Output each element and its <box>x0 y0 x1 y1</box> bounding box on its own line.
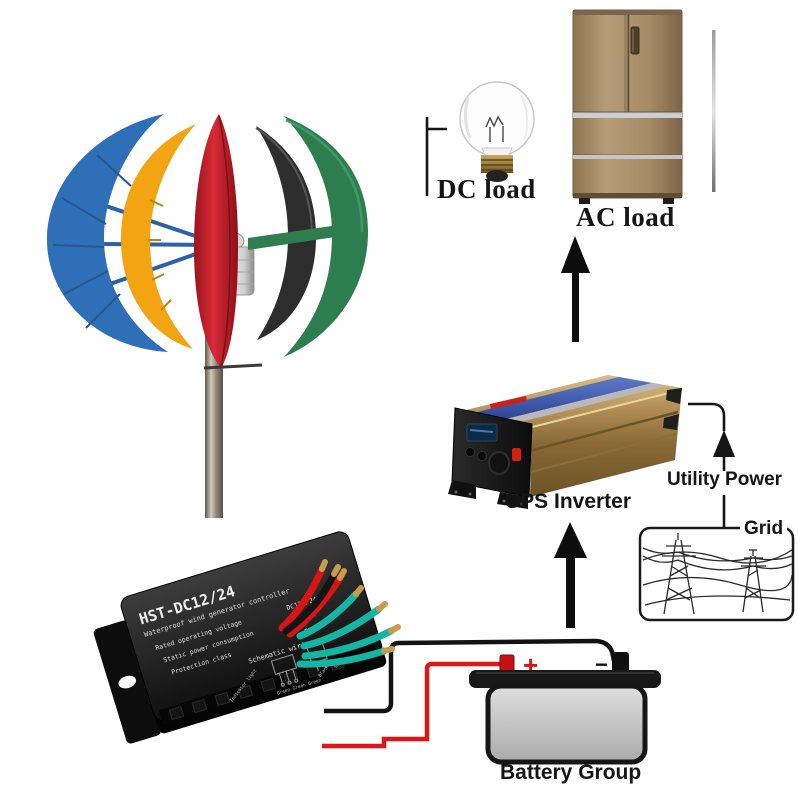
turbine-blade-green <box>284 116 369 357</box>
grid-towers-illustration <box>642 533 793 615</box>
utility-power-arrow <box>713 430 735 457</box>
turbine-blade-orange <box>120 124 196 349</box>
ups-inverter-image <box>448 375 682 509</box>
turbine-blade-red <box>194 114 238 368</box>
dc-load-bracket-line <box>425 117 447 196</box>
turbine-arm-green <box>248 226 335 250</box>
turbine-blade-blue <box>46 114 168 352</box>
battery-illustration: + − <box>469 650 661 765</box>
thin-pole-rod <box>712 30 716 192</box>
ac-load-arrow <box>561 236 590 342</box>
battery-plus-terminal <box>499 654 515 673</box>
battery-to-inverter-arrow <box>554 522 587 628</box>
utility-connector-line <box>688 402 726 529</box>
ac-load-label: AC load <box>576 202 675 232</box>
grid-label: Grid <box>740 519 788 538</box>
battery-group-label: Battery Group <box>500 761 642 784</box>
wire-red-to-battery <box>322 661 502 749</box>
light-bulb-icon <box>459 81 535 182</box>
controller-wires <box>278 559 401 668</box>
ups-inverter-label: UPS Inverter <box>504 490 632 513</box>
wire-black-to-battery <box>324 638 617 714</box>
battery-minus-terminal <box>612 652 629 672</box>
grid-box <box>638 526 795 622</box>
refrigerator-icon <box>572 9 683 204</box>
utility-power-label: Utility Power <box>667 469 783 490</box>
wind-turbine-image <box>46 114 369 518</box>
dc-load-label: DC load <box>437 174 536 204</box>
